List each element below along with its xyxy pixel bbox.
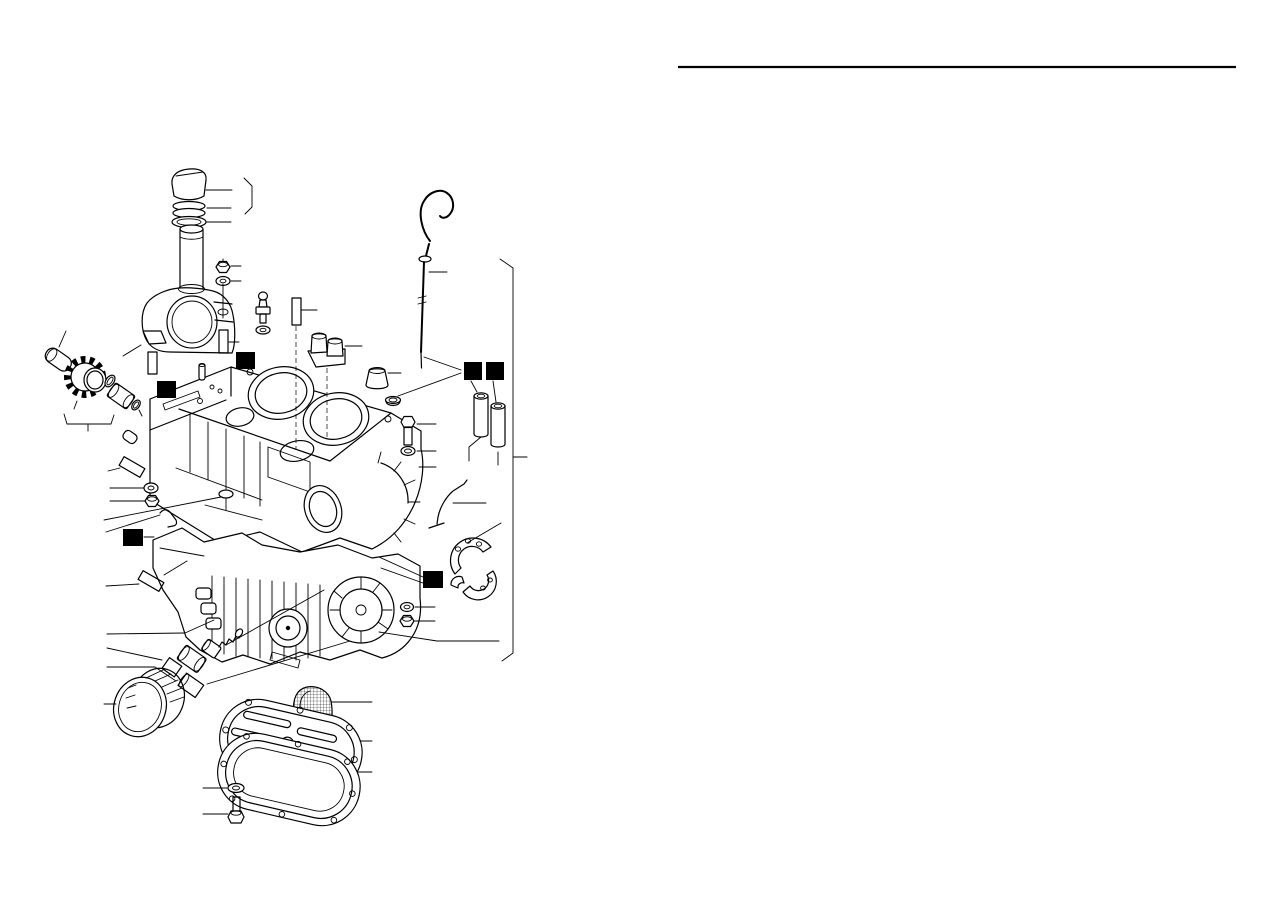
marker-f [423, 571, 443, 588]
nipple-washer [255, 325, 271, 335]
oil-filter-cap [112, 667, 186, 738]
drain-washer [227, 782, 245, 794]
timing-gear [64, 356, 107, 398]
dipstick-seat [384, 395, 402, 407]
oil-filler-housing [141, 284, 236, 354]
deck-stud [291, 297, 302, 326]
dowel-pin-small [198, 363, 206, 381]
case-washer [399, 601, 415, 613]
cylinder-bores [225, 366, 370, 463]
main-bearing-shells [449, 537, 497, 601]
marker-b [157, 381, 176, 398]
oil-line-wire [428, 479, 468, 529]
spacer-bushing [106, 382, 136, 410]
oil-union [307, 332, 346, 368]
drain-bolt [227, 796, 245, 824]
stud-housing [218, 329, 229, 354]
deck-screw [209, 384, 215, 390]
marker-c [464, 362, 482, 380]
oil-filler-neck [179, 224, 204, 293]
sump-gasket [217, 732, 361, 827]
stud-lower [137, 570, 165, 592]
filler-cap-seal-rings [171, 200, 207, 229]
marker-a [236, 352, 255, 369]
cylinder-block [149, 326, 424, 553]
cup-plug [365, 367, 389, 390]
left-nut [144, 494, 160, 508]
stud-left [147, 351, 158, 375]
knurled-plug [161, 657, 183, 678]
main-bolt [400, 415, 416, 446]
tiny-o-ring [234, 628, 244, 638]
valve-bushing [176, 644, 207, 673]
oil-filler-cap [171, 168, 207, 201]
left-washer [143, 482, 159, 494]
deck-washer [218, 489, 234, 511]
stud-angled [118, 456, 146, 478]
o-ring [104, 374, 116, 388]
bearing-end-cover [327, 576, 395, 644]
bracket-filler [243, 177, 253, 215]
filler-nut [215, 260, 231, 274]
deck-screw [217, 388, 223, 394]
marker-e [123, 529, 143, 546]
front-cover [268, 608, 308, 669]
case-nut [399, 614, 415, 628]
valve-piston [201, 638, 222, 659]
flywheel-housing [377, 451, 421, 543]
o-ring [131, 399, 141, 411]
leader-lines [58, 177, 528, 815]
relief-valve-plug [177, 672, 205, 699]
retaining-clip [159, 509, 178, 528]
pin-small [122, 429, 138, 445]
bolt-washer [400, 445, 416, 457]
callout-markers [123, 352, 504, 588]
dipstick [417, 189, 455, 369]
bracket-block-group [499, 258, 528, 662]
hollow-dowel-pins [473, 392, 506, 448]
lower-crankcase [152, 527, 422, 669]
bracket-gear-cluster [63, 413, 115, 432]
grease-nipple [255, 291, 271, 324]
marker-d [486, 362, 504, 380]
